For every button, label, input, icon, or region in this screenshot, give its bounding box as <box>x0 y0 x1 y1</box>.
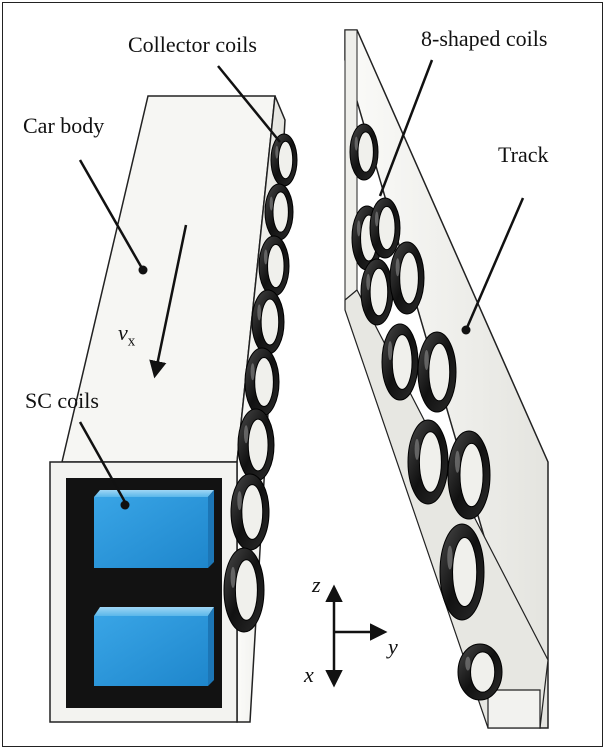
collector-coils <box>223 133 298 633</box>
eight-shaped-coil-10 <box>439 523 485 621</box>
axis-label-z: z <box>312 572 321 597</box>
label-car-body: Car body <box>23 113 105 138</box>
label-collector-coils: Collector coils <box>128 32 257 57</box>
collector-coil-2 <box>264 183 294 241</box>
collector-coil-3 <box>258 235 290 297</box>
leader-dot-track <box>461 325 471 335</box>
velocity-arrow <box>149 224 188 379</box>
label-sc-coils: SC coils <box>25 388 99 413</box>
leader-dot-sc-coils <box>120 500 130 510</box>
track-front-lip <box>487 689 541 729</box>
collector-coil-7 <box>230 473 270 551</box>
leader-car-body <box>78 159 145 271</box>
axis-label-y: y <box>388 634 398 659</box>
eight-shaped-coil-1 <box>349 123 379 181</box>
eight-shaped-coil-3 <box>369 197 401 259</box>
leader-sc-coils <box>78 421 127 503</box>
eight-shaped-coil-5 <box>389 241 425 315</box>
velocity-symbol: v <box>118 320 128 345</box>
sc-coil-upper <box>94 490 214 568</box>
label-eight-shaped-coils: 8-shaped coils <box>421 26 548 51</box>
eight-shaped-coil-11 <box>457 643 503 701</box>
sc-coil-lower <box>94 607 214 686</box>
eight-shaped-coil-7 <box>417 331 457 413</box>
velocity-subscript: x <box>127 333 136 350</box>
eight-shaped-coil-9 <box>447 430 491 520</box>
collector-coil-8 <box>223 547 265 633</box>
eight-shaped-coils <box>349 123 503 701</box>
label-velocity: vx <box>118 322 135 349</box>
leader-eight-shaped <box>378 59 434 197</box>
leader-lines <box>78 59 525 503</box>
eight-shaped-coil-8 <box>407 419 449 505</box>
collector-coil-5 <box>244 347 280 417</box>
leader-collector <box>217 65 281 143</box>
leader-dot-car-body <box>138 265 148 275</box>
collector-coil-6 <box>237 408 275 482</box>
leader-dots <box>120 265 471 510</box>
eight-shaped-coil-6 <box>381 323 419 401</box>
label-track: Track <box>498 142 549 167</box>
collector-coil-4 <box>251 289 285 355</box>
collector-coil-1 <box>270 133 298 187</box>
axis-label-x: x <box>304 662 314 687</box>
leader-track <box>464 197 525 331</box>
coordinate-axes <box>325 584 388 688</box>
eight-shaped-coil-4 <box>360 258 394 326</box>
